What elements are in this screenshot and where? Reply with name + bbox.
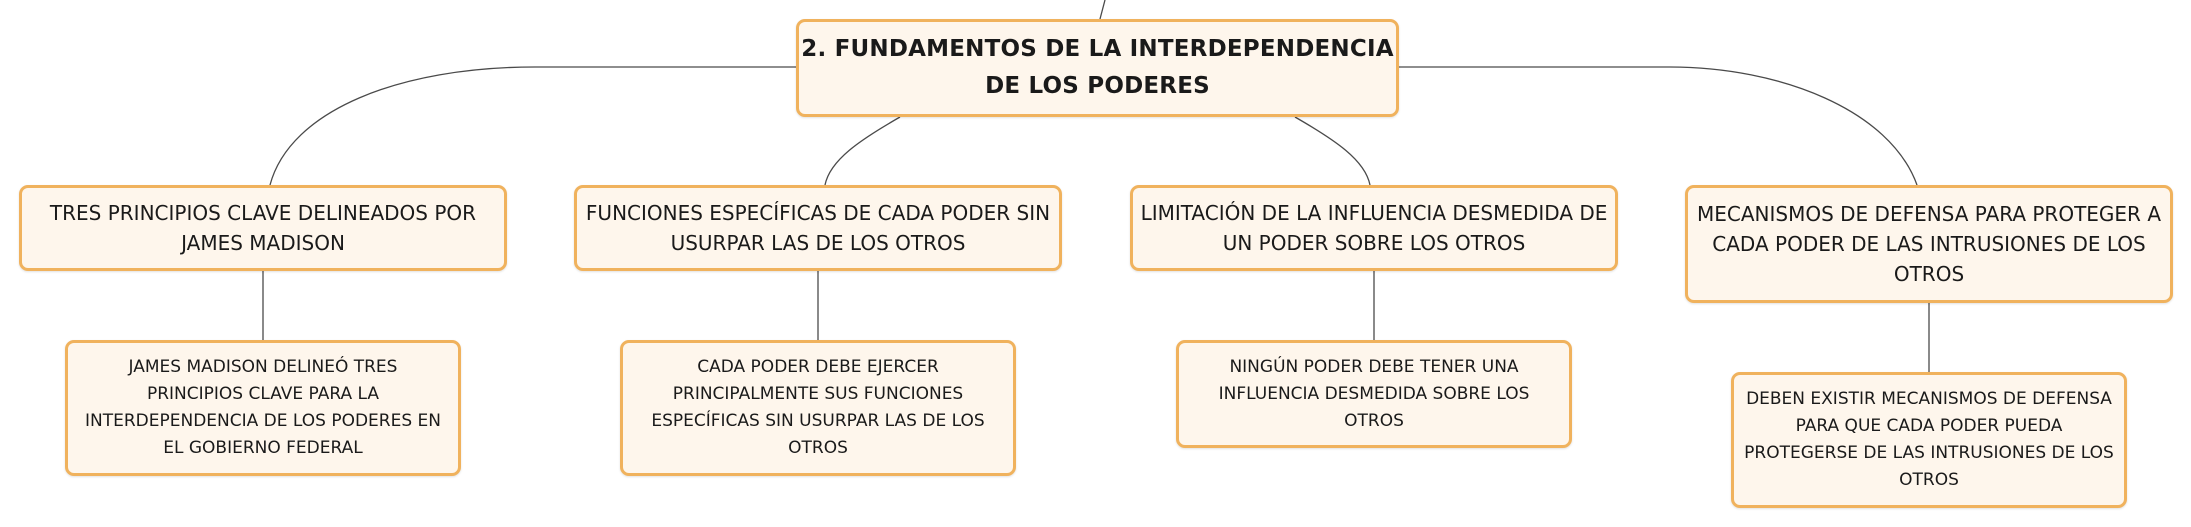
root-node-label: 2. FUNDAMENTOS DE LA INTERDEPENDENCIA DE… — [801, 36, 1394, 99]
detail-node-madison-principles[interactable]: JAMES MADISON DELINEÓ TRES PRINCIPIOS CL… — [65, 340, 461, 476]
connector-incoming-root — [1099, 0, 1106, 20]
detail-node-defense-mechanisms[interactable]: DEBEN EXISTIR MECANISMOS DE DEFENSA PARA… — [1731, 372, 2127, 508]
detail-node-label: DEBEN EXISTIR MECANISMOS DE DEFENSA PARA… — [1744, 389, 2114, 490]
connector-root-branch-3 — [1294, 116, 1371, 186]
branch-node-label: TRES PRINCIPIOS CLAVE DELINEADOS POR JAM… — [49, 201, 477, 255]
root-node[interactable]: 2. FUNDAMENTOS DE LA INTERDEPENDENCIA DE… — [796, 19, 1399, 117]
connector-root-branch-2 — [824, 116, 901, 186]
branch-node-influence-limitation[interactable]: LIMITACIÓN DE LA INFLUENCIA DESMEDIDA DE… — [1130, 185, 1618, 271]
detail-node-label: NINGÚN PODER DEBE TENER UNA INFLUENCIA D… — [1218, 356, 1530, 431]
branch-node-label: FUNCIONES ESPECÍFICAS DE CADA PODER SIN … — [585, 201, 1051, 255]
branch-node-label: LIMITACIÓN DE LA INFLUENCIA DESMEDIDA DE… — [1140, 201, 1608, 255]
branch-node-defense-mechanisms[interactable]: MECANISMOS DE DEFENSA PARA PROTEGER A CA… — [1685, 185, 2173, 303]
detail-node-specific-functions[interactable]: CADA PODER DEBE EJERCER PRINCIPALMENTE S… — [620, 340, 1016, 476]
detail-node-label: CADA PODER DEBE EJERCER PRINCIPALMENTE S… — [651, 357, 985, 458]
branch-node-label: MECANISMOS DE DEFENSA PARA PROTEGER A CA… — [1697, 202, 2161, 286]
connector-root-branch-1 — [269, 66, 796, 186]
branch-node-madison-principles[interactable]: TRES PRINCIPIOS CLAVE DELINEADOS POR JAM… — [19, 185, 507, 271]
branch-node-specific-functions[interactable]: FUNCIONES ESPECÍFICAS DE CADA PODER SIN … — [574, 185, 1062, 271]
connector-root-branch-4 — [1399, 66, 1918, 186]
detail-node-label: JAMES MADISON DELINEÓ TRES PRINCIPIOS CL… — [84, 357, 442, 458]
detail-node-influence-limitation[interactable]: NINGÚN PODER DEBE TENER UNA INFLUENCIA D… — [1176, 340, 1572, 448]
